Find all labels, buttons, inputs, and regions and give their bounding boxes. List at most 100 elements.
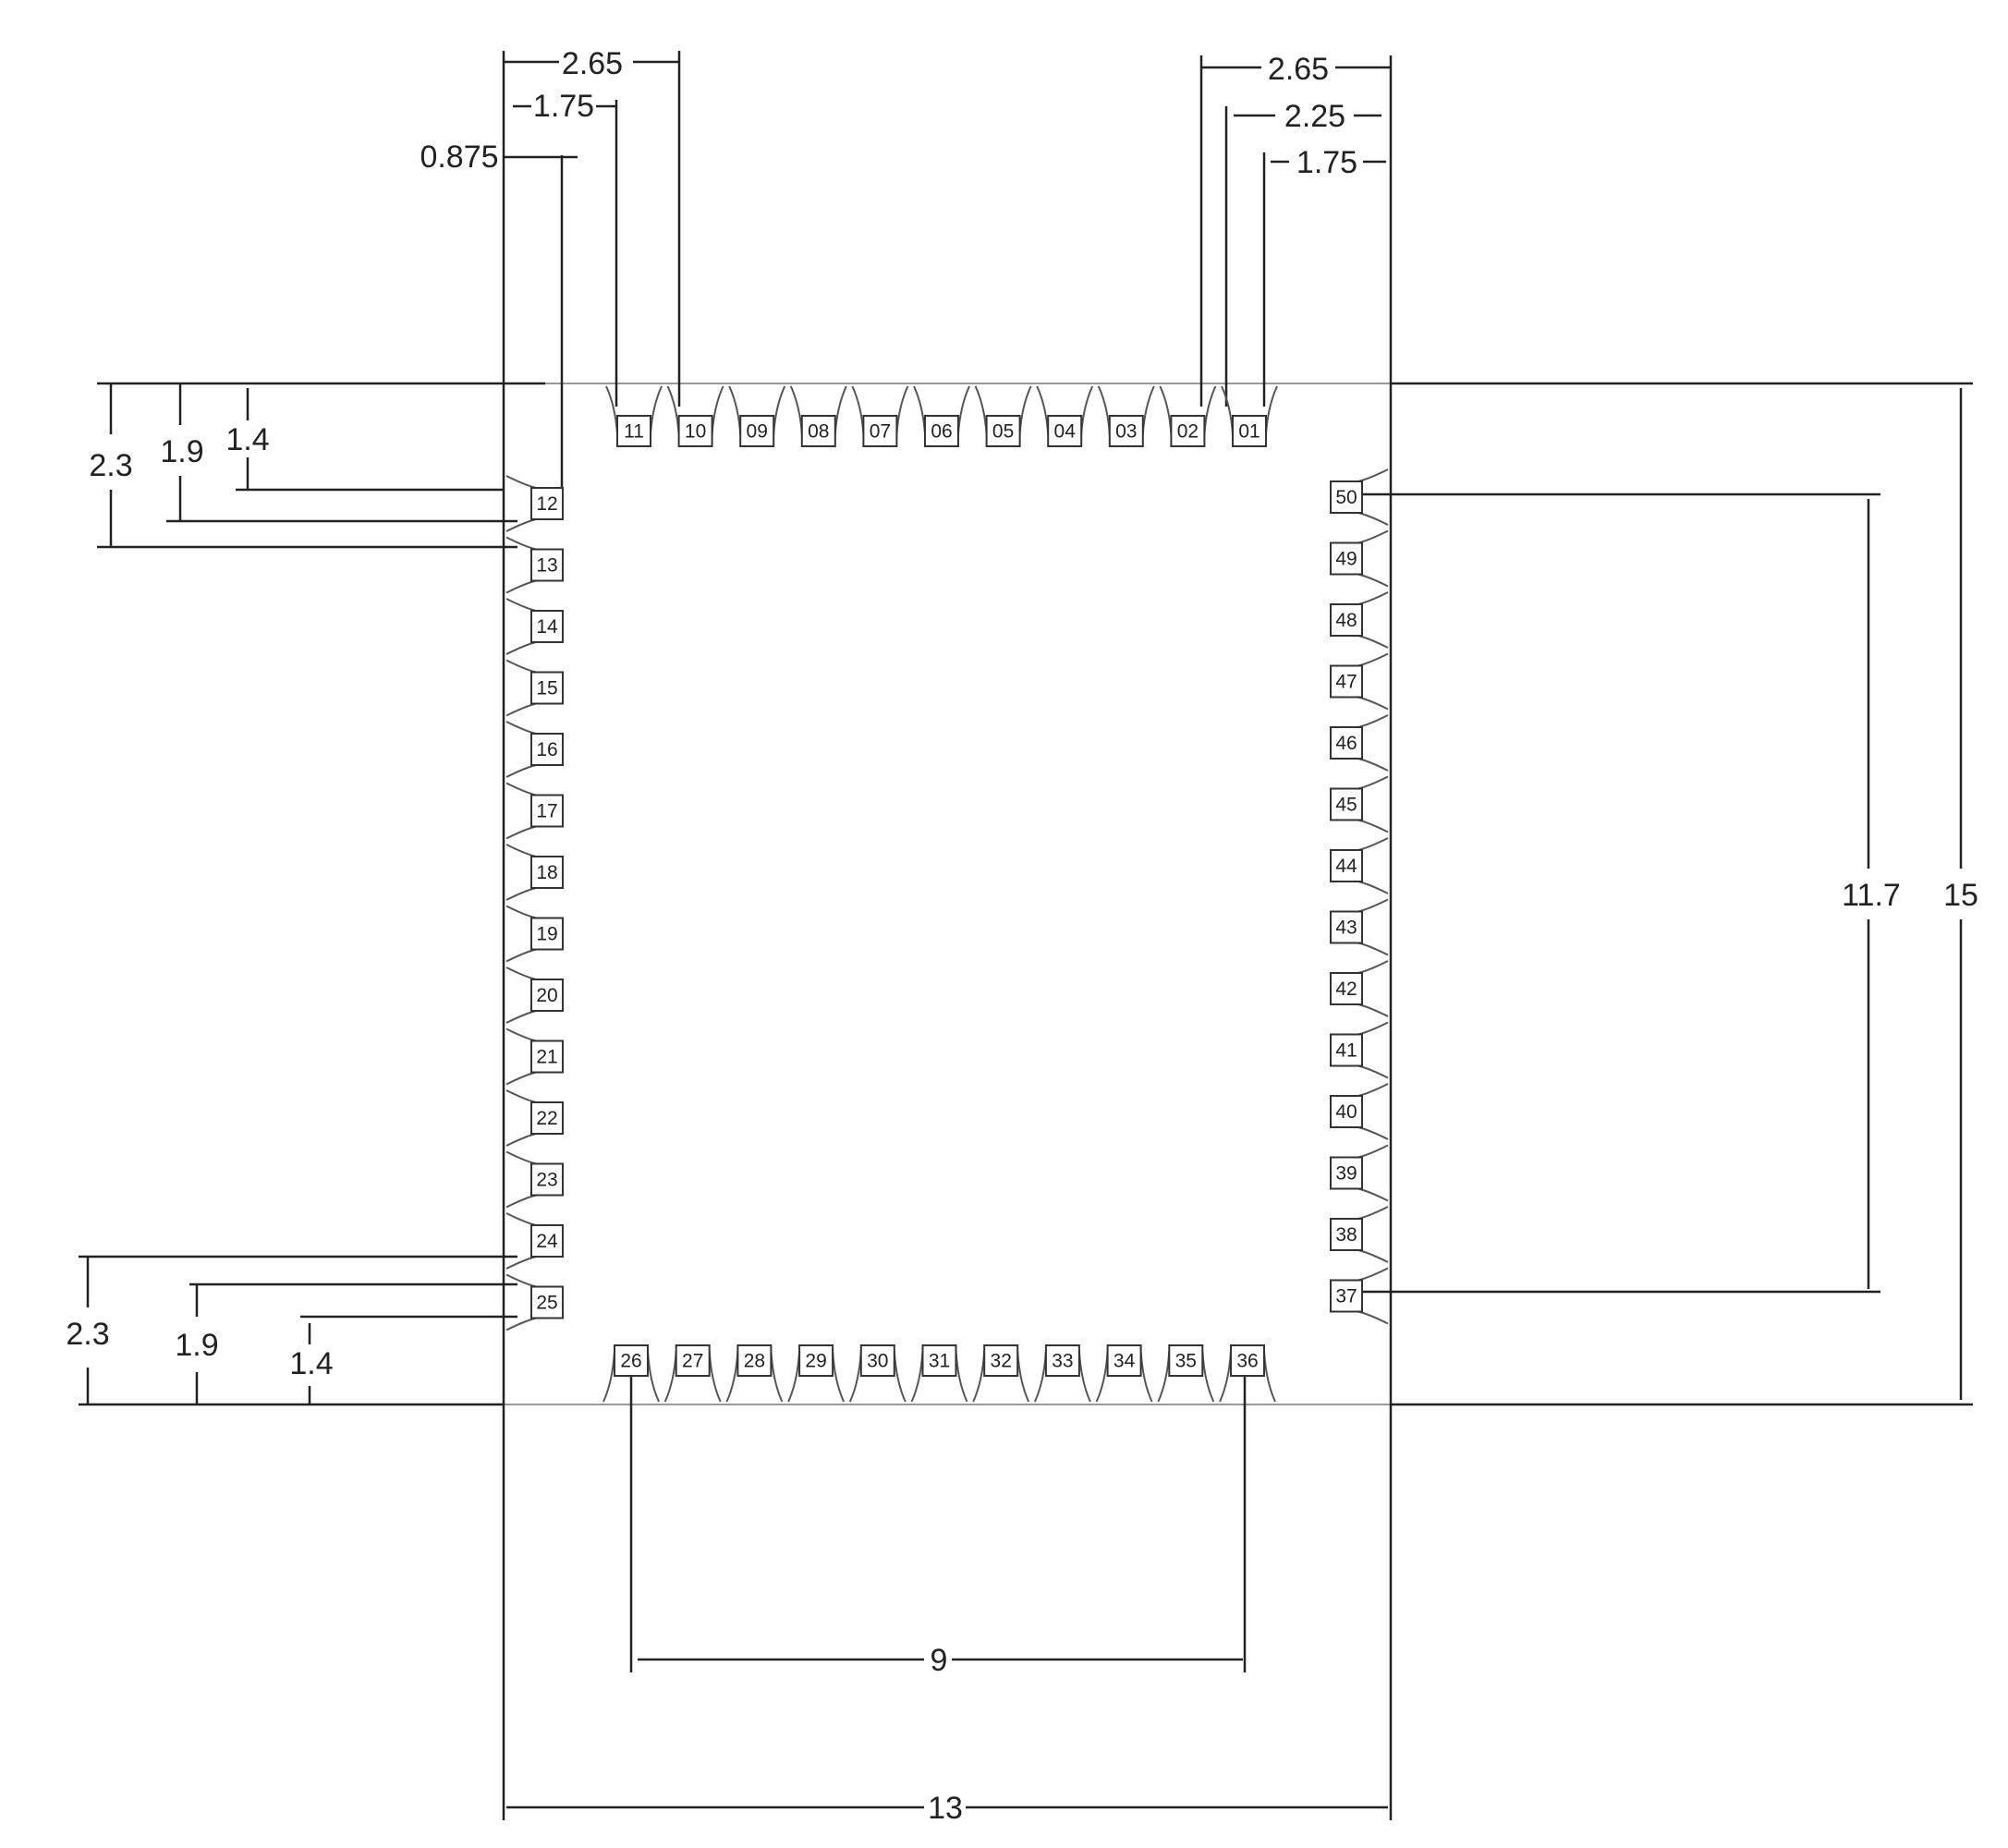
pin-pad-rect [1330,1095,1363,1128]
pin-number-label: 02 [1177,421,1199,443]
pin-pad-rect [530,1285,564,1319]
pin-number-label: 49 [1335,549,1357,570]
extension-lines [79,51,1973,1820]
pin-pad-rect [1330,1033,1363,1067]
pin-25: 25 [505,1273,564,1331]
pin-pad-rect [1330,541,1363,576]
dim-top-left-2-65: 2.65 [562,46,623,81]
dim-left-bottom-1-9: 1.9 [175,1328,218,1363]
pin-30: 30 [848,1344,907,1403]
pin-number-label: 46 [1335,733,1357,754]
module-outline [503,383,1392,1405]
pin-31: 31 [910,1344,968,1403]
pin-09: 09 [728,385,786,447]
pin-pad-rect [677,415,713,447]
pin-50: 50 [1330,468,1389,526]
dim-left-top-2-3: 2.3 [89,448,132,483]
pin-number-label: 30 [867,1351,888,1372]
pin-number-label: 23 [536,1170,557,1191]
pin-pad-rect [1330,480,1363,514]
pin-number-label: 27 [682,1351,703,1372]
pin-21: 21 [505,1027,564,1086]
pin-number-label: 45 [1335,795,1357,816]
pin-33: 33 [1033,1344,1091,1403]
pin-number-label: 21 [536,1047,557,1068]
pin-pad-rect [859,1344,895,1377]
pin-03: 03 [1097,385,1155,447]
dim-top-left-1-75: 1.75 [533,89,594,124]
pin-32: 32 [972,1344,1030,1403]
pin-46: 46 [1330,714,1389,772]
dimension-labels: 2.65 1.75 0.875 2.65 2.25 1.75 2.3 1.9 1… [66,46,1978,1826]
pin-pad-rect [1047,415,1083,447]
pin-pad-rect [1170,415,1206,447]
pin-pad-rect [862,415,898,447]
pin-28: 28 [725,1344,784,1403]
pin-36: 36 [1219,1344,1276,1403]
pin-pad-rect [530,1162,564,1197]
pin-number-label: 36 [1236,1351,1258,1372]
pin-pad-rect [924,415,959,447]
pin-number-label: 01 [1238,421,1260,443]
pin-08: 08 [789,385,847,447]
pin-01: 01 [1221,385,1278,447]
pin-pad-rect [1230,1344,1265,1377]
pin-pad-rect [1330,664,1363,699]
pin-number-label: 28 [744,1351,765,1372]
pin-pad-rect [1232,415,1267,447]
pin-pad-rect [921,1344,957,1377]
dim-right-11-7: 11.7 [1842,878,1901,913]
pin-number-label: 47 [1335,672,1357,693]
pin-number-label: 50 [1335,487,1357,508]
pin-05: 05 [974,385,1032,447]
pin-26: 26 [602,1344,660,1403]
pin-34: 34 [1095,1344,1153,1403]
pin-pad-rect [798,1344,834,1377]
pin-number-label: 42 [1335,979,1357,1000]
pin-24: 24 [505,1212,564,1270]
dim-top-right-2-25: 2.25 [1284,99,1345,134]
pin-number-label: 13 [536,555,557,577]
pin-number-label: 11 [624,421,644,443]
pin-23: 23 [505,1150,564,1209]
pin-38: 38 [1330,1206,1389,1263]
pin-number-label: 05 [992,421,1014,443]
pin-pad-rect [614,1344,649,1377]
pin-number-label: 48 [1335,610,1357,631]
pin-number-label: 19 [536,924,557,945]
pin-pad-rect [1330,972,1363,1005]
pin-pad-rect [1044,1344,1080,1377]
pin-number-label: 34 [1114,1351,1136,1372]
pin-number-label: 16 [536,739,557,760]
pin-pad-rect [675,1344,711,1377]
pin-number-label: 37 [1335,1286,1357,1307]
dim-top-right-1-75: 1.75 [1296,145,1357,180]
pin-pad-rect [983,1344,1019,1377]
pin-06: 06 [913,385,970,447]
pin-37: 37 [1330,1267,1389,1325]
dimension-lines [86,60,1963,1809]
pin-number-label: 18 [536,862,557,883]
pin-number-label: 10 [685,421,706,443]
pin-number-label: 40 [1335,1101,1357,1123]
pin-14: 14 [505,598,564,655]
pin-pad-rect [1330,603,1363,637]
pin-15: 15 [505,659,564,717]
pin-number-label: 31 [929,1351,950,1372]
pin-number-label: 08 [808,421,829,443]
pin-number-label: 35 [1175,1351,1197,1372]
pin-number-label: 24 [536,1231,558,1252]
pin-22: 22 [505,1089,564,1147]
dim-left-bottom-2-3: 2.3 [66,1317,109,1352]
pin-number-label: 17 [536,801,557,822]
pin-number-label: 12 [536,493,557,515]
pin-48: 48 [1330,591,1389,649]
pin-number-label: 14 [536,616,558,638]
pin-10: 10 [666,385,724,447]
pin-pad-rect [1106,1344,1142,1377]
pin-pad-rect [530,733,564,766]
pin-39: 39 [1330,1144,1389,1202]
pin-pad-rect [1108,415,1144,447]
dim-left-bottom-1-4: 1.4 [289,1346,333,1381]
